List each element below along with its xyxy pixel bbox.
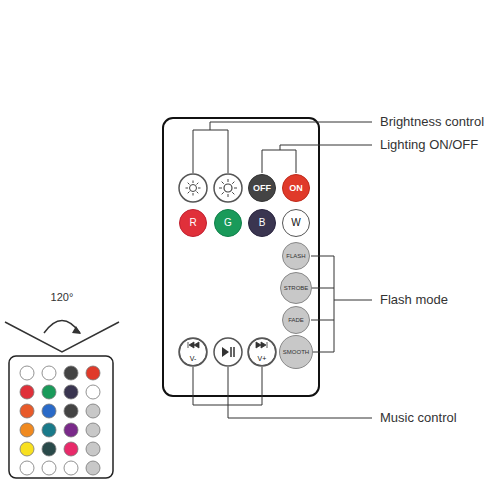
remote-button: ON (282, 174, 310, 202)
remote-button: FLASH (282, 242, 310, 270)
remote-button: OFF (248, 174, 276, 202)
button-label: STROBE (284, 285, 309, 291)
button-label: V+ (258, 355, 267, 362)
remote-button: G (214, 209, 242, 237)
callout-label: Lighting ON/OFF (380, 137, 478, 153)
remote-button: W (282, 209, 310, 237)
remote-button: V+ (248, 338, 276, 366)
button-label: ON (289, 184, 303, 193)
callout-label: Music control (380, 410, 457, 426)
button-label: R (189, 218, 196, 228)
remote-button: FADE (282, 306, 310, 334)
button-label: W (291, 218, 300, 228)
button-label: B (259, 218, 266, 228)
button-label: G (224, 218, 232, 228)
remote-button: V- (179, 338, 207, 366)
remote-button: B (248, 209, 276, 237)
button-label: FLASH (286, 253, 305, 259)
music-buttons (179, 338, 276, 366)
remote-button: SMOOTH (279, 335, 313, 369)
remote-button: R (179, 209, 207, 237)
button-label: OFF (253, 184, 271, 193)
remote-button: STROBE (280, 272, 312, 304)
angle-label: 120° (51, 291, 74, 304)
small-remote (5, 321, 119, 479)
button-label: SMOOTH (283, 349, 309, 355)
callout-label: Flash mode (380, 292, 448, 308)
button-label: FADE (288, 317, 304, 323)
brightness-buttons (179, 174, 242, 202)
callout-label: Brightness control (380, 114, 484, 130)
leader-lines (193, 122, 372, 418)
button-label: V- (190, 355, 197, 362)
